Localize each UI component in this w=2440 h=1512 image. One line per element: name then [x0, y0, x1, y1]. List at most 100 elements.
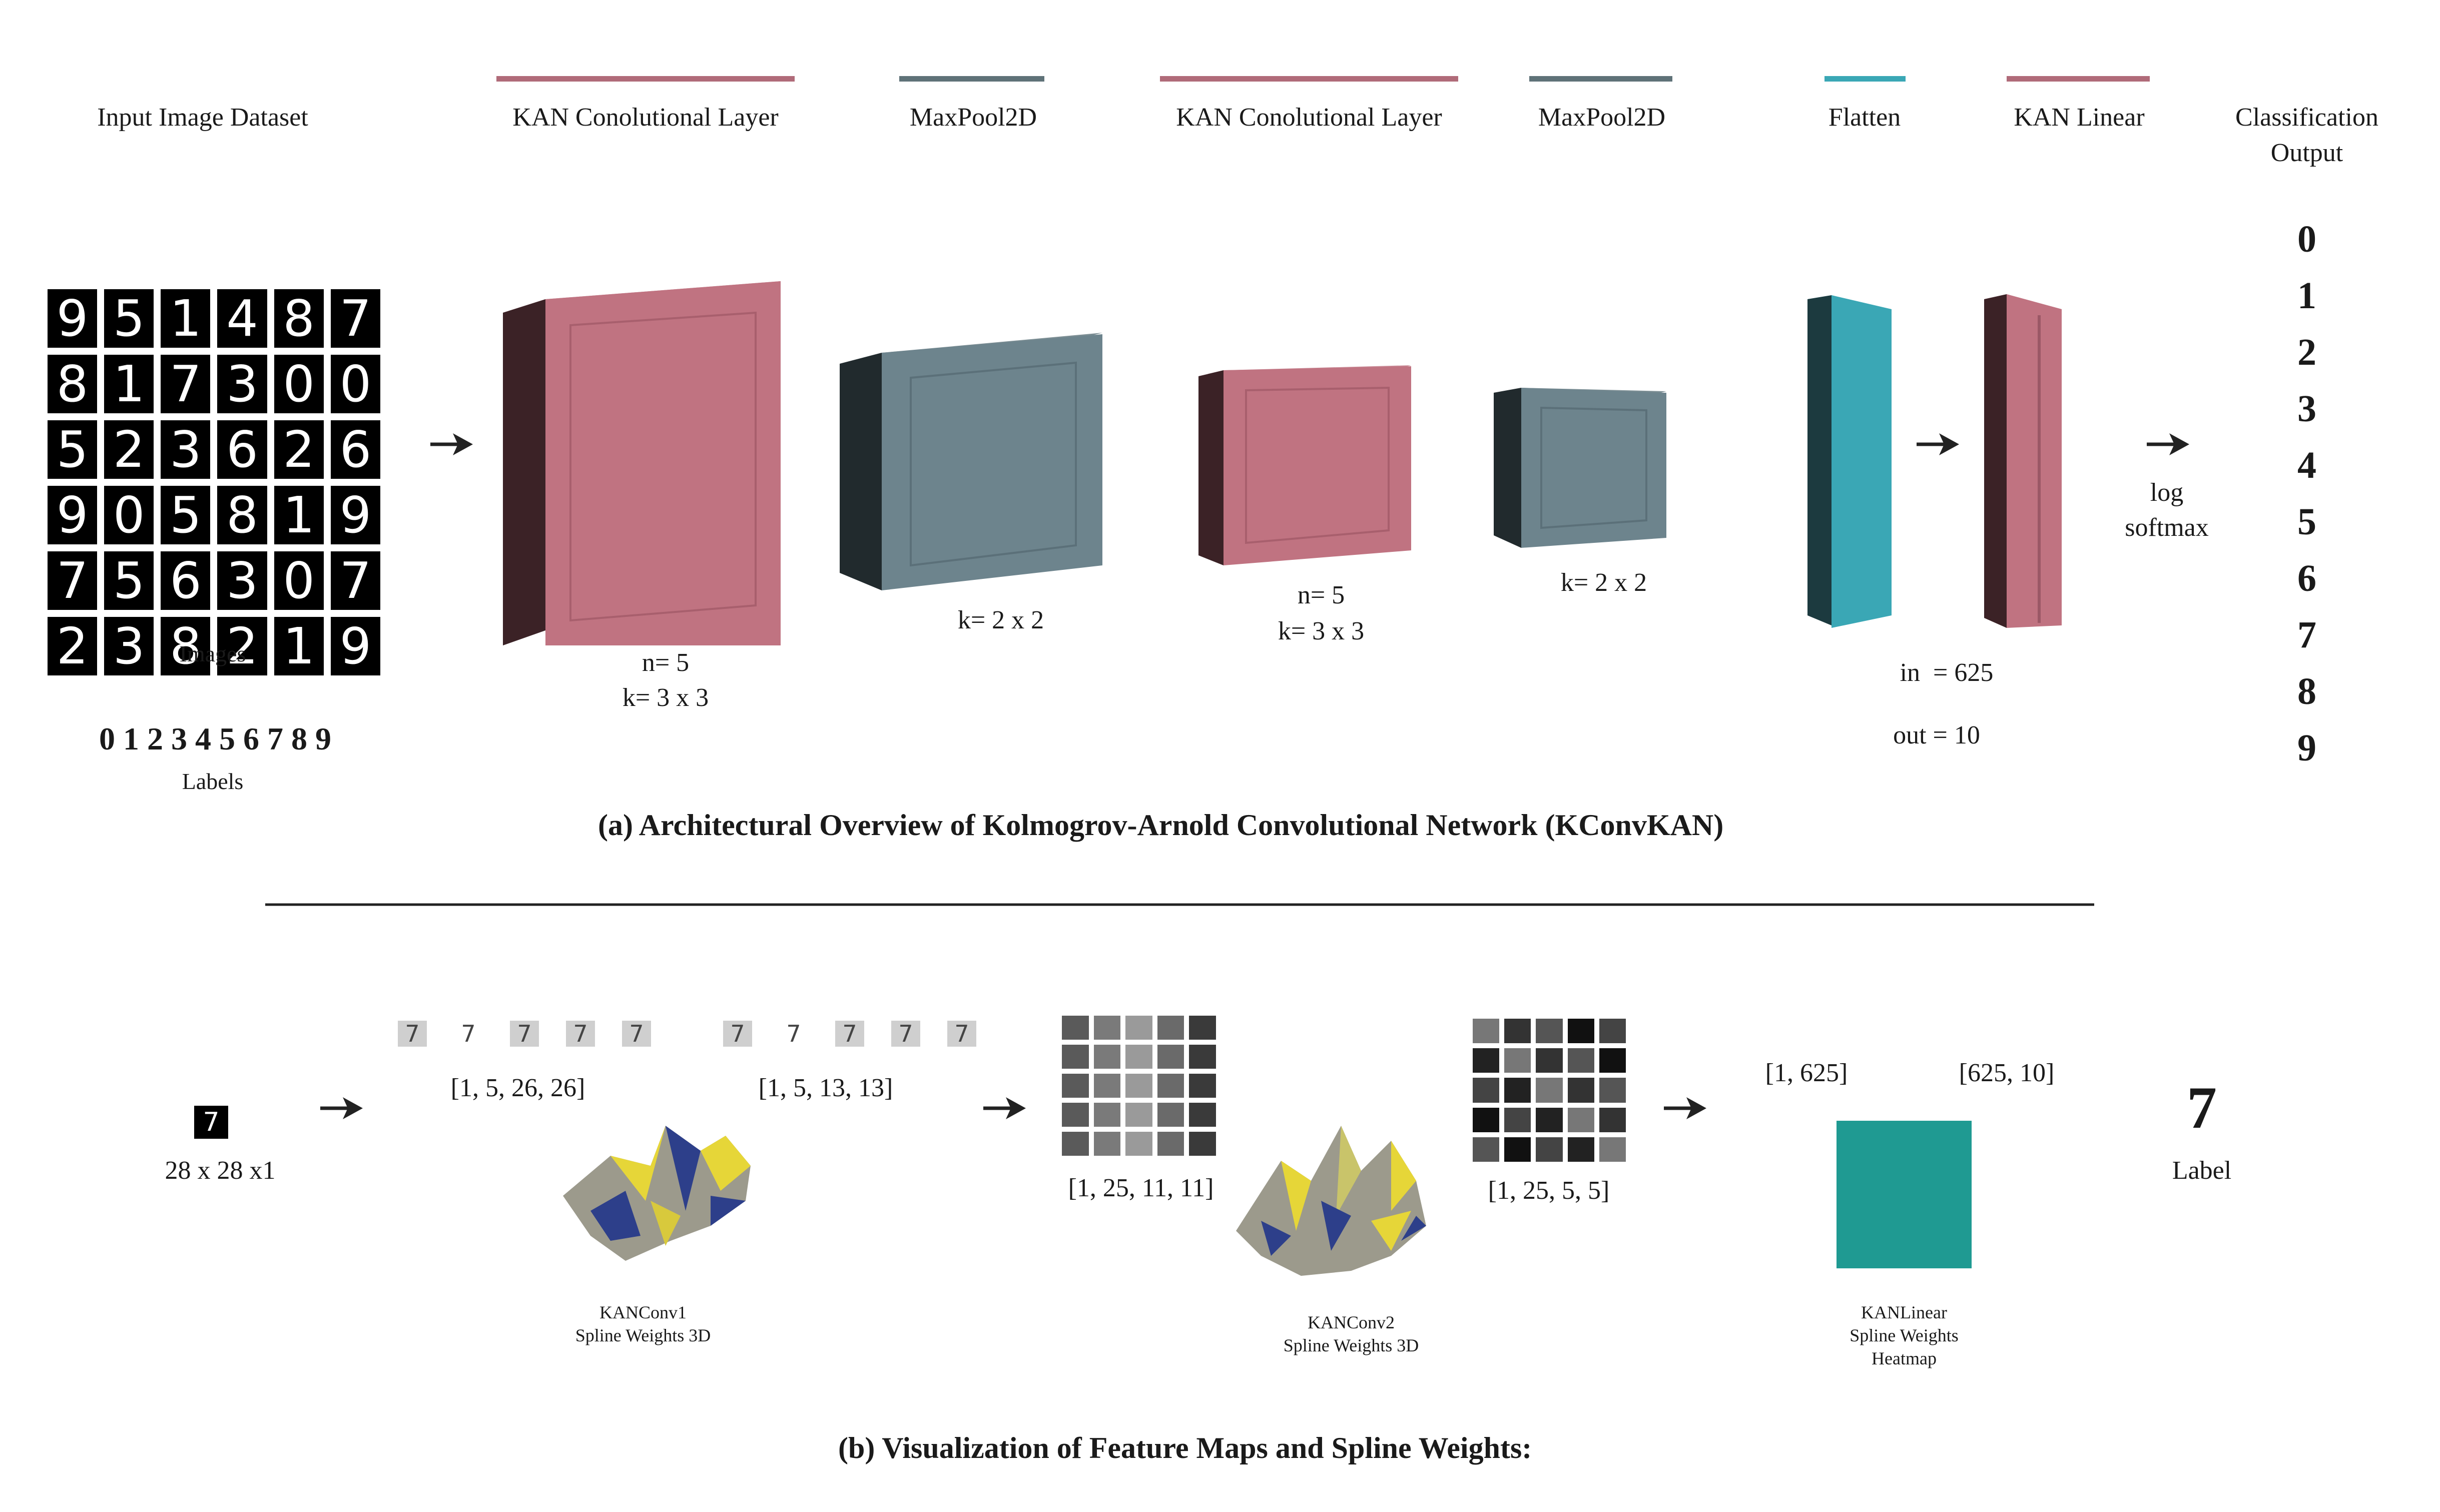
pool1-shape-label: [1, 5, 13, 13]: [758, 1074, 893, 1102]
caption-a: (a) Architectural Overview of Kolmogrov-…: [598, 809, 1724, 842]
mnist-digit-cell: 7: [330, 289, 380, 348]
arrow-b-pool1-to-conv2: [983, 1097, 1026, 1119]
feature-map-cell: [1189, 1016, 1216, 1040]
class-output-digit: 1: [2297, 275, 2316, 317]
mnist-digit-cell: 0: [274, 551, 324, 610]
feature-map-cell: [1093, 1045, 1121, 1069]
pool1-k-label: k= 2 x 2: [957, 606, 1044, 634]
kanconv1-spline-surface: [563, 1126, 751, 1261]
feature-map-cell: [1599, 1019, 1626, 1044]
feature-map-cell: [1157, 1103, 1184, 1127]
feature-map-cell: [1125, 1132, 1152, 1156]
feature-map-cell: [1093, 1132, 1121, 1156]
input-dataset-label: Input Image Dataset: [97, 103, 308, 132]
mnist-digit-cell: 2: [217, 617, 267, 675]
feature-map-cell: [1062, 1016, 1089, 1040]
arrow-flatten-to-linear: [1917, 433, 1959, 455]
conv1-k-label: k= 3 x 3: [622, 683, 709, 712]
feature-map-cell: [1125, 1074, 1152, 1098]
mnist-digit-cell: 8: [274, 289, 324, 348]
feature-map-cell: [1125, 1045, 1152, 1069]
mnist-digit-cell: 8: [48, 355, 98, 413]
mnist-digit-cell: 7: [330, 551, 380, 610]
class-output-digit: 9: [2297, 727, 2316, 769]
maxpool-1-color-bar: [899, 76, 1044, 82]
classification-output-label-line2: Output: [2270, 139, 2343, 167]
mnist-digit-cell: 7: [48, 551, 98, 610]
kan-conv-2-color-bar: [1160, 76, 1458, 82]
kan-conv-1-label: KAN Conolutional Layer: [512, 103, 779, 132]
arrow-b-input-to-conv1: [320, 1097, 363, 1119]
mnist-digit-cell: 1: [104, 355, 154, 413]
maxpool-2-block: [1494, 388, 1666, 548]
mnist-digit-cell: 9: [48, 289, 98, 348]
mnist-digit-cell: 2: [274, 420, 324, 479]
mnist-digit-cell: 7: [161, 355, 211, 413]
feature-map-cell: [1536, 1019, 1563, 1044]
feature-map-thumbnail: 7: [398, 1021, 427, 1047]
mnist-digit-cell: 8: [217, 486, 267, 544]
feature-map-cell: [1504, 1019, 1531, 1044]
class-output-digit: 6: [2297, 557, 2316, 599]
class-output-digit: 3: [2297, 388, 2316, 430]
class-output-digit: 2: [2297, 331, 2316, 373]
feature-map-cell: [1567, 1137, 1594, 1162]
labels-caption: Labels: [182, 769, 244, 794]
predicted-digit: 7: [2187, 1074, 2217, 1141]
log-softmax-label-line2: softmax: [2125, 513, 2209, 542]
conv1-n-label: n= 5: [642, 648, 690, 677]
conv2-shape-label: [1, 25, 11, 11]: [1068, 1174, 1214, 1202]
flat-shape-label: [1, 625]: [1765, 1059, 1848, 1087]
flatten-label: Flatten: [1828, 103, 1901, 132]
feature-map-thumbnail: 7: [835, 1021, 864, 1047]
feature-map-cell: [1599, 1107, 1626, 1132]
mnist-digit-cell: 1: [274, 617, 324, 675]
maxpool-2-color-bar: [1529, 76, 1672, 82]
feature-map-cell: [1125, 1103, 1152, 1127]
feature-map-cell: [1567, 1048, 1594, 1073]
labels-digits: 0 1 2 3 4 5 6 7 8 9: [99, 721, 331, 757]
pool2-shape-label: [1, 25, 5, 5]: [1488, 1176, 1610, 1205]
maxpool-1-label: MaxPool2D: [909, 103, 1037, 132]
feature-map-cell: [1567, 1107, 1594, 1132]
mnist-digit-cell: 8: [161, 617, 211, 675]
kanconv2-caption-line2: Spline Weights 3D: [1283, 1335, 1419, 1355]
kan-linear-block: [1984, 294, 2062, 628]
kanconv2-caption-line1: KANConv2: [1307, 1312, 1395, 1332]
feature-map-cell: [1536, 1048, 1563, 1073]
feature-map-thumbnail: 7: [723, 1021, 752, 1047]
kan-conv-2-label: KAN Conolutional Layer: [1176, 103, 1442, 132]
feature-map-cell: [1567, 1019, 1594, 1044]
feature-map-cell: [1504, 1137, 1531, 1162]
feature-map-cell: [1473, 1107, 1500, 1132]
kan-conv-1-block: [503, 281, 781, 645]
feature-map-cell: [1093, 1103, 1121, 1127]
feature-map-cell: [1157, 1074, 1184, 1098]
feature-map-cell: [1189, 1074, 1216, 1098]
mnist-digit-cell: 3: [104, 617, 154, 675]
feature-map-thumbnail: 7: [947, 1021, 976, 1047]
arrow-linear-to-softmax: [2147, 433, 2189, 455]
classification-output-label-line1: Classification: [2235, 103, 2378, 132]
conv2-n-label: n= 5: [1297, 581, 1345, 609]
feature-map-thumbnail: 7: [510, 1021, 539, 1047]
feature-map-thumbnail: 7: [891, 1021, 920, 1047]
mnist-digit-cell: 6: [330, 420, 380, 479]
feature-map-cell: [1536, 1107, 1563, 1132]
feature-map-cell: [1189, 1132, 1216, 1156]
feature-map-cell: [1504, 1048, 1531, 1073]
mnist-digit-cell: 6: [217, 420, 267, 479]
feature-map-cell: [1157, 1016, 1184, 1040]
feature-map-cell: [1536, 1078, 1563, 1103]
kan-conv-2-block: [1198, 365, 1411, 565]
caption-b: (b) Visualization of Feature Maps and Sp…: [838, 1431, 1532, 1464]
mnist-digit-cell: 9: [48, 486, 98, 544]
mnist-digit-cell: 2: [48, 617, 98, 675]
linear-in-label: in = 625: [1900, 658, 1994, 687]
class-output-digit: 0: [2297, 218, 2316, 260]
feature-map-cell: [1125, 1016, 1152, 1040]
feature-map-cell: [1062, 1103, 1089, 1127]
mnist-digit-cell: 4: [217, 289, 267, 348]
mnist-digit-cell: 2: [104, 420, 154, 479]
